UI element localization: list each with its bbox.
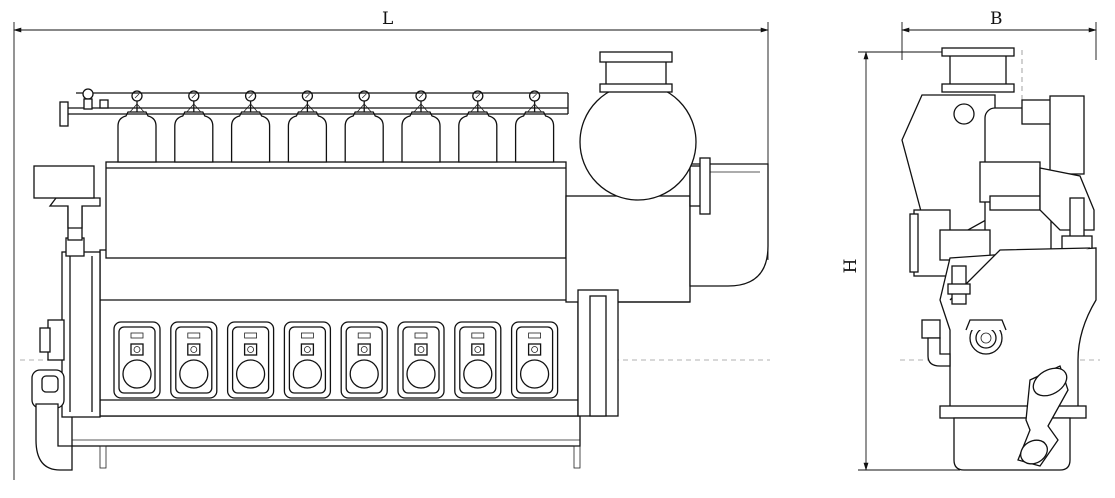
- cylinder-head: [458, 90, 498, 163]
- cylinder-head: [174, 90, 214, 163]
- pressure-gauge-icon: [82, 88, 94, 100]
- engine-end-view: [900, 47, 1100, 471]
- crankcase-inspection-doors: [113, 321, 559, 399]
- oil-sump: [71, 415, 581, 447]
- dimension-height: H: [841, 51, 960, 471]
- inspection-door: [397, 321, 445, 399]
- dimension-label-height: H: [841, 259, 861, 274]
- end-small-pump: [921, 319, 941, 339]
- inspection-door: [510, 321, 559, 399]
- cylinder-head: [344, 90, 384, 163]
- cylinder-head: [401, 90, 441, 163]
- front-end-housing: [61, 251, 101, 418]
- inspection-door: [170, 321, 218, 399]
- end-side-cover: [1049, 95, 1085, 175]
- turbocharger-casing: [579, 83, 697, 201]
- dimension-label-length: L: [382, 9, 393, 29]
- cylinder-head: [287, 90, 328, 163]
- dimension-label-width: B: [990, 9, 1003, 29]
- dimension-width: B: [901, 9, 1097, 60]
- inspection-door: [454, 321, 502, 399]
- inspection-door: [113, 321, 161, 399]
- engine-side-view: [20, 51, 770, 471]
- cylinder-block: [105, 161, 567, 259]
- end-turbo-intake: [949, 51, 1007, 87]
- cylinder-head: [117, 90, 157, 163]
- air-cooler-housing: [565, 195, 691, 303]
- inspection-door: [283, 321, 332, 399]
- cylinder-head: [514, 90, 555, 163]
- governor-housing: [33, 165, 95, 199]
- end-base-frame: [939, 405, 1087, 419]
- cylinder-head: [230, 90, 271, 163]
- inspection-door: [226, 321, 275, 399]
- inspection-door: [340, 321, 388, 399]
- pump-pipe: [35, 403, 73, 471]
- cylinder-heads: [117, 90, 555, 163]
